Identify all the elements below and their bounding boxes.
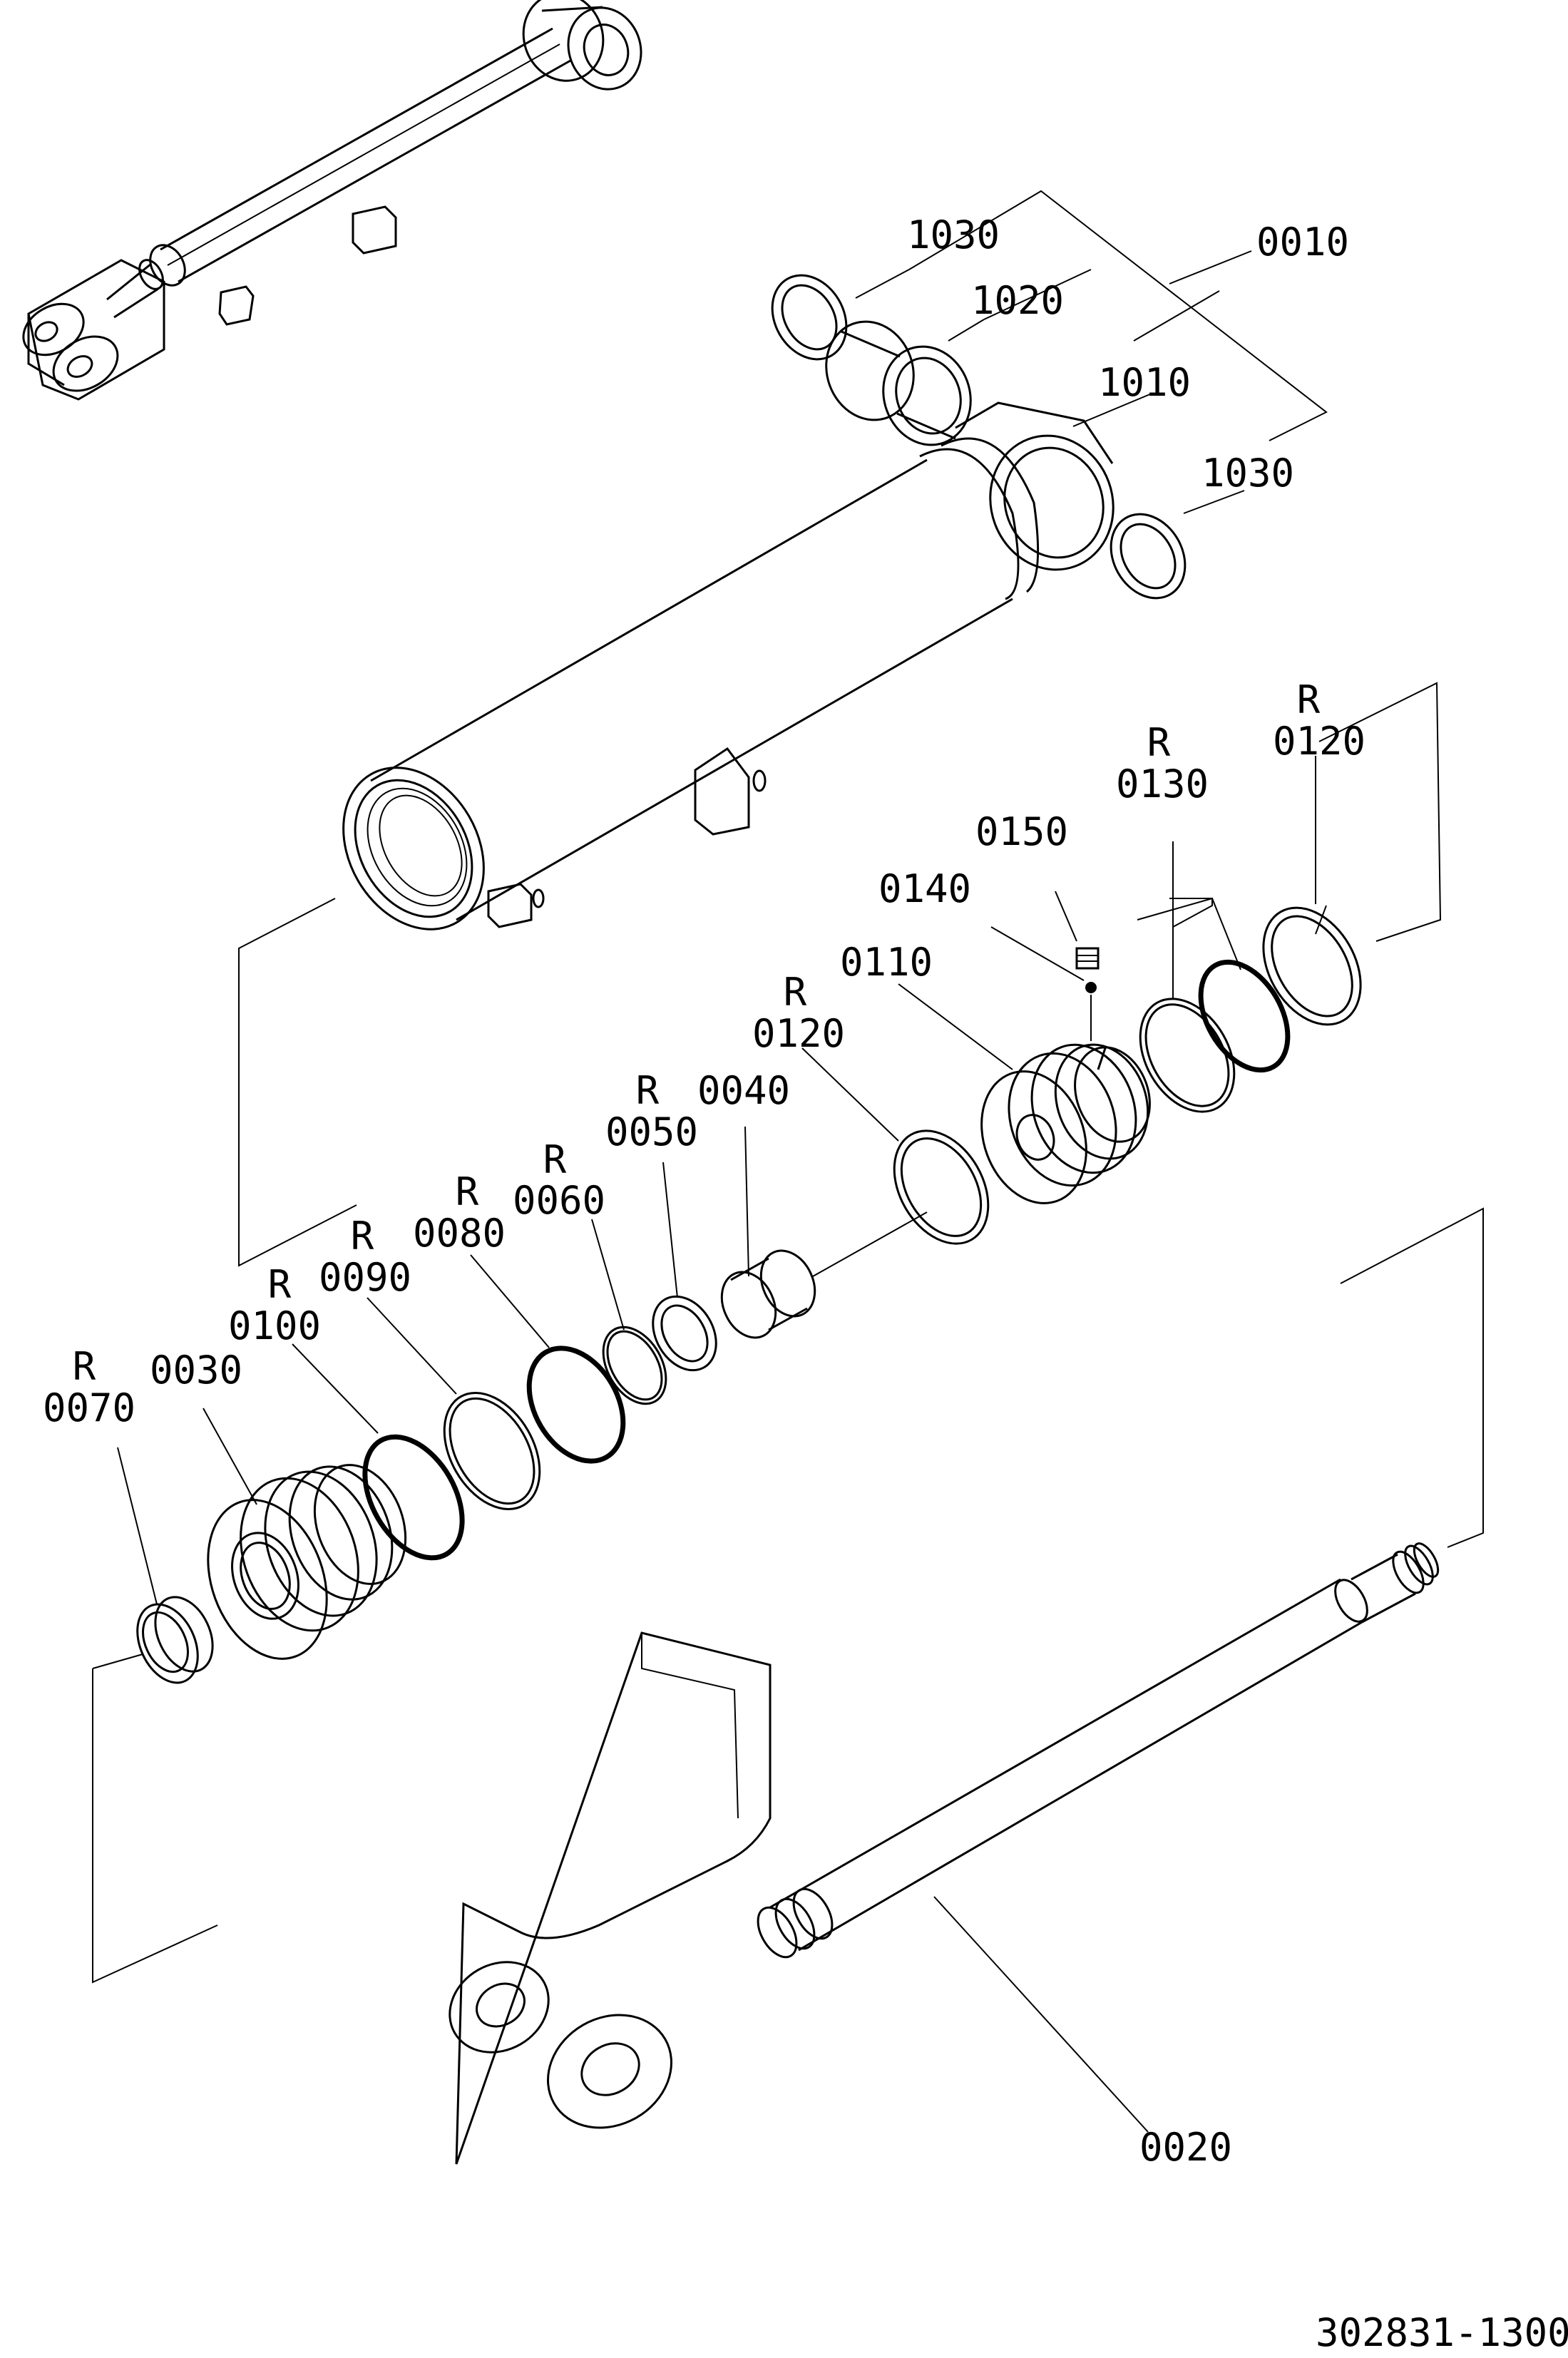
ring-0120-lower (893, 1129, 990, 1245)
ring-0120-upper (1262, 906, 1362, 1026)
callout-0130: 0130 (1116, 762, 1209, 806)
callout-labels: 1030 1020 0010 1010 1030 R 0120 R 0130 0… (43, 212, 1568, 2355)
callout-0100: 0100 (228, 1303, 321, 1348)
piston-rod-0020 (449, 1542, 1440, 2165)
callout-0070-prefix: R (73, 1344, 96, 1389)
callout-0070: 0070 (43, 1385, 135, 1430)
steel-ball-0140 (1085, 982, 1097, 993)
callout-0060-prefix: R (543, 1137, 567, 1182)
gland-0030 (207, 1464, 407, 1660)
callout-0110: 0110 (840, 940, 933, 985)
callout-0080-prefix: R (456, 1169, 479, 1214)
piston-0110 (980, 1043, 1151, 1204)
callout-1020: 1020 (971, 278, 1064, 323)
callout-0100-prefix: R (268, 1262, 292, 1307)
leader-lines (92, 190, 1484, 2133)
callout-0050: 0050 (605, 1109, 698, 1154)
seal-0050 (652, 1295, 717, 1372)
seal-1030-lower (1110, 513, 1187, 600)
bushing-1020 (825, 320, 972, 446)
cylinder-tube-1010 (342, 401, 1114, 931)
callout-0050-prefix: R (636, 1068, 660, 1113)
callout-0120-upper: 0120 (1273, 719, 1365, 764)
callout-0060: 0060 (513, 1178, 605, 1223)
ring-0130-a (1139, 998, 1236, 1113)
callout-1030-lower: 1030 (1201, 451, 1294, 496)
seal-1030-upper (771, 274, 848, 361)
callout-0020: 0020 (1139, 2125, 1232, 2170)
set-screw-0150 (1075, 947, 1100, 970)
dust-seal-0070 (136, 1596, 214, 1684)
ring-0090 (443, 1391, 541, 1511)
spacer-0040 (720, 1249, 816, 1339)
callout-0150: 0150 (975, 809, 1068, 854)
callout-0090: 0090 (319, 1255, 411, 1300)
callout-0120-lower: 0120 (752, 1011, 845, 1056)
callout-0120-upper-prefix: R (1297, 677, 1321, 722)
callout-0140: 0140 (878, 866, 971, 911)
callout-0030: 0030 (150, 1348, 242, 1393)
callout-1010: 1010 (1098, 360, 1191, 405)
o-ring-0100 (362, 1434, 465, 1561)
drawing-number: 302831-13000 (1316, 2310, 1568, 2354)
callout-0040: 0040 (697, 1068, 790, 1113)
ring-0060 (602, 1326, 667, 1405)
callout-0010: 0010 (1256, 220, 1349, 265)
callout-0120-lower-prefix: R (784, 970, 807, 1015)
ring-0130-b (1198, 959, 1291, 1073)
callout-0080: 0080 (413, 1211, 506, 1256)
callout-0130-prefix: R (1147, 720, 1171, 765)
callout-1030-upper: 1030 (907, 212, 1000, 257)
o-ring-0080 (526, 1345, 626, 1464)
assembled-cylinder-thumbnail (22, 0, 642, 401)
callout-0090-prefix: R (351, 1214, 374, 1259)
